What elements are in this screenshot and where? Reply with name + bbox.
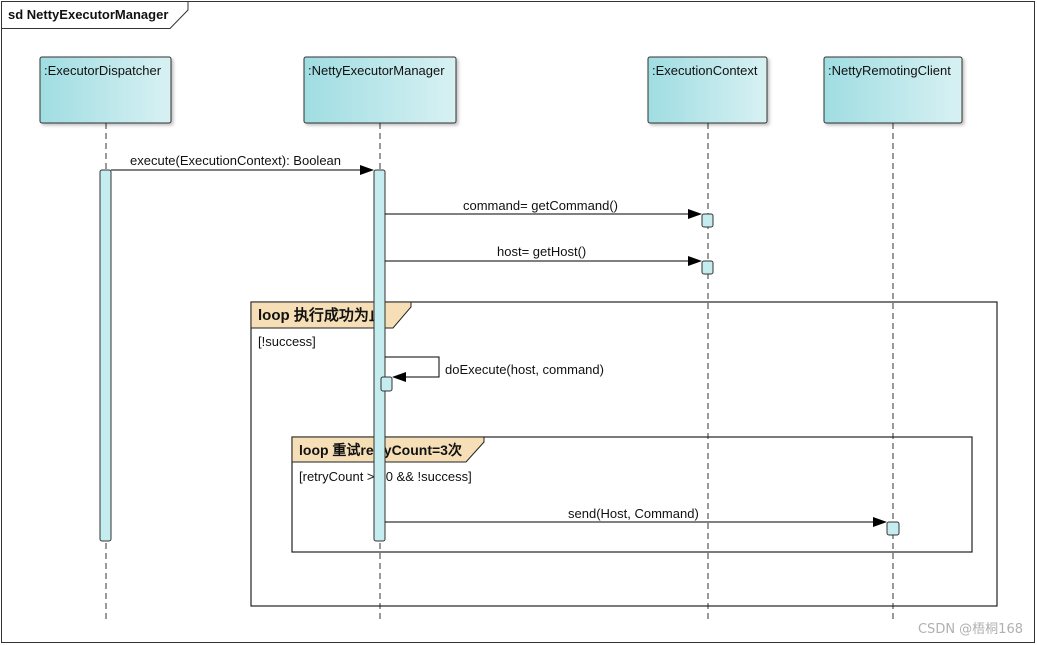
fragment-inner-loop-box: [291, 436, 973, 553]
activation-manager[interactable]: [373, 169, 386, 542]
message-send[interactable]: send(Host, Command): [385, 506, 887, 527]
lifeline-dispatcher-label: :ExecutorDispatcher: [44, 63, 162, 78]
lifeline-client[interactable]: :NettyRemotingClient: [823, 56, 963, 124]
lifeline-client-label: :NettyRemotingClient: [828, 63, 951, 78]
message-get-host-label: host= getHost(): [497, 244, 586, 259]
message-execute-label: execute(ExecutionContext): Boolean: [130, 153, 341, 168]
activation-client-send[interactable]: [886, 521, 900, 536]
message-do-execute-label: doExecute(host, command): [445, 362, 604, 377]
message-do-execute[interactable]: doExecute(host, command): [385, 356, 604, 382]
message-get-host[interactable]: host= getHost(): [385, 244, 702, 266]
frame-label: sd NettyExecutorManager: [8, 7, 168, 22]
activation-dispatcher[interactable]: [99, 169, 112, 542]
lifeline-manager-head: [303, 56, 457, 124]
lifeline-dispatcher-head: [39, 56, 172, 124]
watermark: CSDN @梧桐168: [917, 622, 1023, 637]
fragment-outer-loop-box: [250, 301, 998, 607]
message-get-command[interactable]: command= getCommand(): [385, 198, 702, 219]
message-get-command-label: command= getCommand(): [463, 198, 618, 213]
message-send-label: send(Host, Command): [568, 506, 699, 521]
message-execute[interactable]: execute(ExecutionContext): Boolean: [111, 153, 374, 175]
activation-context-host[interactable]: [701, 260, 714, 275]
fragment-inner-loop[interactable]: loop 重试retryCount=3次 [retryCount >= 0 &&…: [291, 436, 973, 553]
fragment-outer-loop-label: loop 执行成功为止: [258, 306, 384, 324]
lifeline-context[interactable]: :ExecutionContext: [647, 56, 768, 124]
fragment-inner-loop-label-tab: [291, 436, 485, 463]
lifeline-client-head: [823, 56, 963, 124]
frame-label-tab: [1, 1, 189, 29]
lifeline-context-head: [647, 56, 768, 124]
activation-context-command[interactable]: [701, 213, 714, 228]
fragment-outer-loop[interactable]: loop 执行成功为止 [!success]: [250, 301, 998, 607]
fragment-outer-loop-guard: [!success]: [258, 334, 316, 349]
lifeline-context-label: :ExecutionContext: [652, 63, 758, 78]
activation-manager-self[interactable]: [380, 376, 393, 392]
message-do-execute-arrow: [385, 356, 440, 382]
lifeline-manager[interactable]: :NettyExecutorManager: [303, 56, 457, 124]
lifeline-manager-label: :NettyExecutorManager: [308, 63, 445, 78]
lifeline-dispatcher[interactable]: :ExecutorDispatcher: [39, 56, 172, 124]
